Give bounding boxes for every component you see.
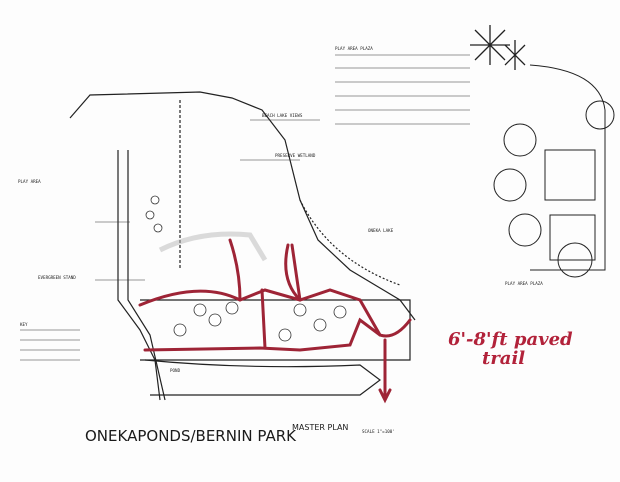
paved-trail [138,238,412,404]
star-trees [470,25,526,70]
play-area-plaza-scale-label: PLAY AREA PLAZA [505,281,543,286]
legend-lines [20,54,470,361]
play-area-plaza-plan [493,64,615,278]
play-area-plaza-header: PLAY AREA PLAZA [335,46,373,51]
trail-annotation-line1: 6'-8'ft paved [448,329,573,350]
wetland-hatch [158,231,268,262]
beach-lake-views-label: BEACH LAKE VIEWS [262,113,303,118]
play-area-label: PLAY AREA [18,179,41,184]
park-outline [69,91,416,401]
preserve-wetland-label: PRESERVE WETLAND [275,153,316,158]
oneka-lake-label: ONEKA LAKE [368,228,394,233]
tree-canopy [145,195,347,342]
trail-annotation-line2: trail [482,348,525,369]
pond-label: POND [170,368,181,373]
evergreen-stand-label: EVERGREEN STAND [38,275,76,280]
scale-label: SCALE 1"=100' [362,429,395,434]
key-label: KEY [20,322,28,327]
plan-title: ONEKAPONDS/BERNIN PARK [85,427,297,445]
plan-subtitle: MASTER PLAN [292,423,348,432]
